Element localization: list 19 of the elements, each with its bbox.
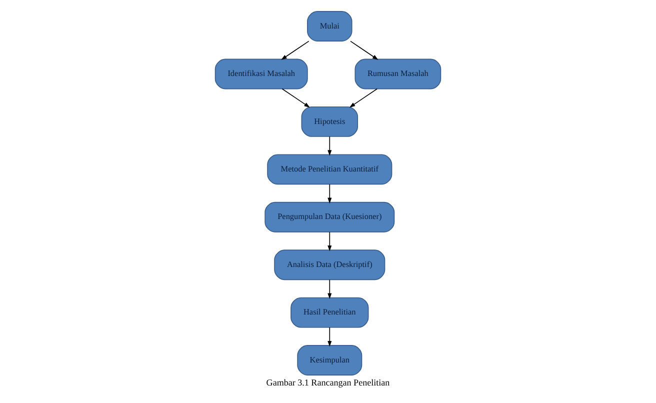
arrow [349,88,378,108]
arrow [281,40,310,60]
arrow [328,327,332,347]
node-box: Analisis Data (Deskriptif) [274,250,386,280]
arrow [282,88,310,108]
node-box: Identifikasi Masalah [214,58,308,90]
node-box: Pengumpulan Data (Kuesioner) [264,202,395,232]
node-box: Metode Penelitian Kuantitatif [267,154,392,185]
arrow [328,136,332,156]
node-box: Kesimpulan [297,345,362,376]
caption: Gambar 3.1 Rancangan Penelitian [266,378,390,388]
arrow [328,279,332,299]
node-box: Hipotesis [301,106,358,137]
node-box: Rumusan Masalah [354,58,442,90]
node-box: Mulai [307,11,352,42]
node-box: Hasil Penelitian [290,297,369,328]
arrow [350,40,378,60]
arrow [328,232,332,252]
arrow [328,184,332,204]
